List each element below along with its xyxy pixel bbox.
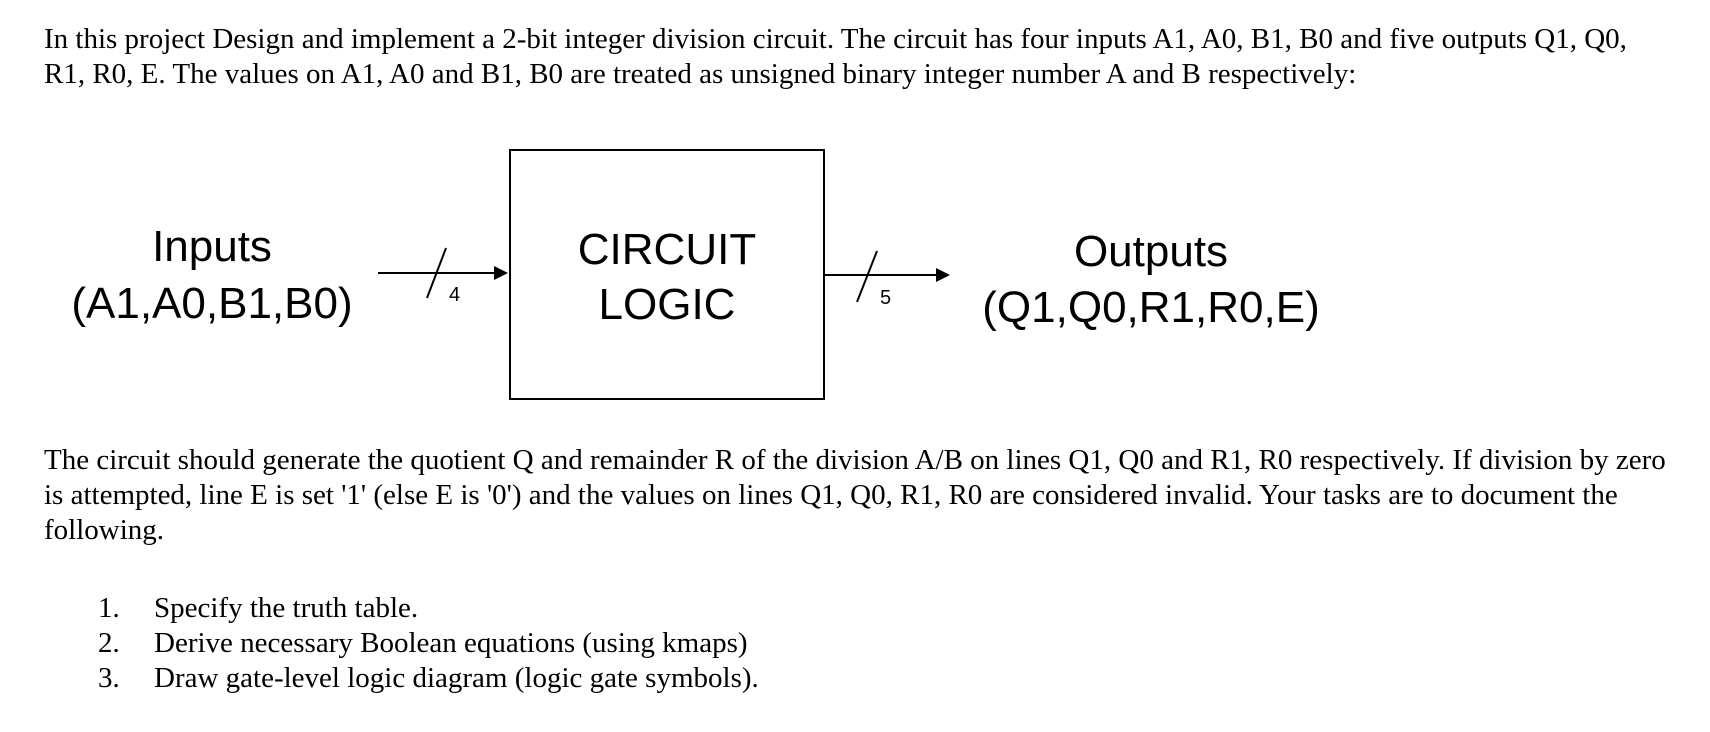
output-bus-width: 5: [880, 287, 891, 309]
input-bus-width: 4: [449, 284, 460, 306]
description-paragraph: The circuit should generate the quotient…: [44, 444, 1666, 546]
task-text: Draw gate-level logic diagram (logic gat…: [154, 662, 759, 694]
outputs-title: Outputs: [1074, 227, 1228, 276]
inputs-title: Inputs: [152, 222, 272, 271]
outputs-signals: (Q1,Q0,R1,R0,E): [982, 283, 1319, 332]
task-text: Specify the truth table.: [154, 592, 419, 624]
inputs-signals: (A1,A0,B1,B0): [71, 279, 352, 328]
task-number: 2.: [98, 627, 120, 659]
task-item-1: 1. Specify the truth table.: [44, 591, 759, 626]
task-item-3: 3. Draw gate-level logic diagram (logic …: [44, 661, 759, 696]
task-number: 1.: [98, 592, 120, 624]
task-number: 3.: [98, 662, 120, 694]
block-label-line1: CIRCUIT: [578, 225, 756, 274]
task-text: Derive necessary Boolean equations (usin…: [154, 627, 748, 659]
task-list: 1. Specify the truth table. 2. Derive ne…: [44, 591, 759, 696]
block-label-line2: LOGIC: [599, 280, 736, 329]
circuit-logic-block: [509, 149, 825, 400]
intro-paragraph: In this project Design and implement a 2…: [44, 23, 1627, 90]
task-item-2: 2. Derive necessary Boolean equations (u…: [44, 626, 759, 661]
output-bus-arrow: [824, 250, 950, 303]
input-bus-arrow: [378, 247, 508, 299]
